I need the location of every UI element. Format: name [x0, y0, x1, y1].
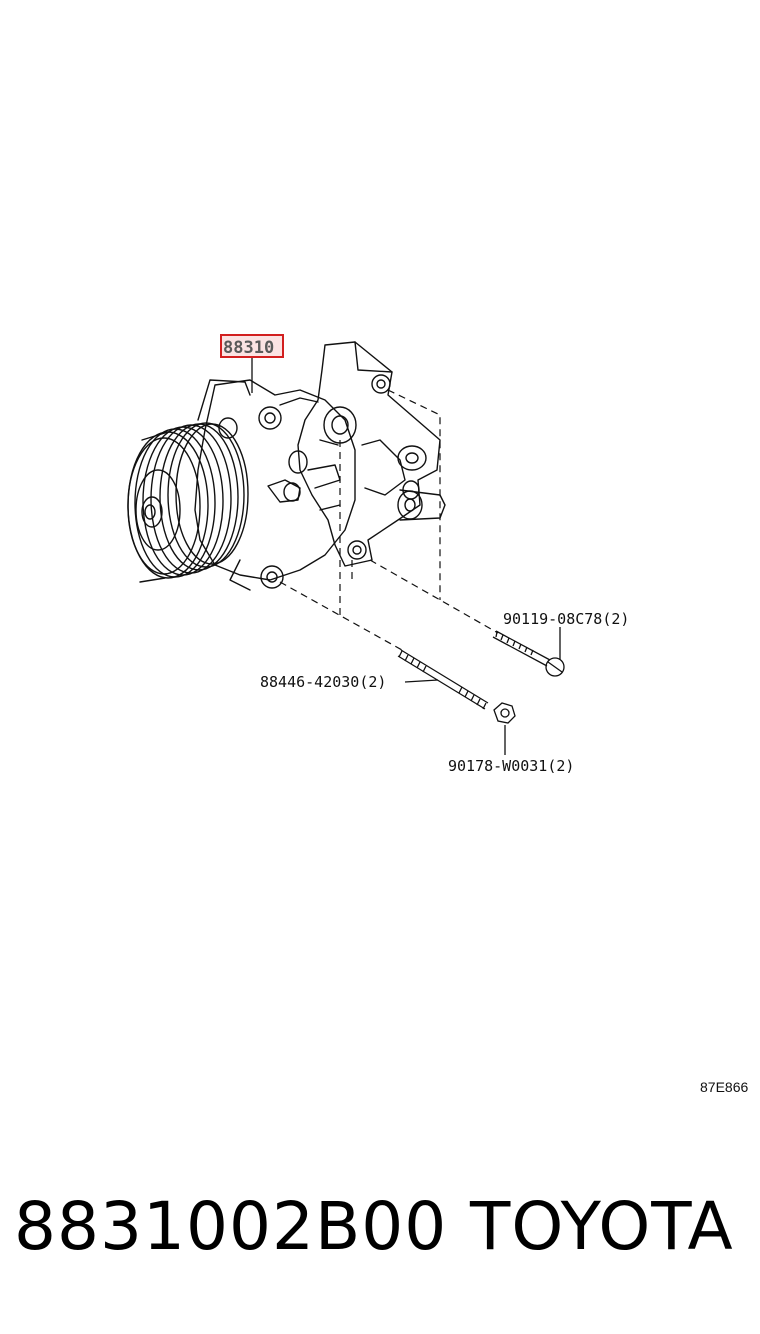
main-part-highlight	[220, 334, 284, 358]
stud-bolt-drawing	[397, 649, 489, 710]
diagram-code: 87E866	[700, 1079, 748, 1095]
bolt-upper-drawing	[492, 630, 565, 677]
callout-bolt-upper[interactable]: 90119-08C78(2)	[503, 610, 629, 628]
callout-stud-bolt[interactable]: 88446-42030(2)	[260, 673, 386, 691]
callout-main-part[interactable]: 88310	[223, 338, 274, 358]
leader-lines	[251, 357, 561, 755]
callout-nut[interactable]: 90178-W0031(2)	[448, 757, 574, 775]
nut-drawing	[493, 702, 516, 724]
alignment-lines	[279, 389, 499, 651]
part-number: 8831002B00	[14, 1188, 448, 1265]
compressor-drawing	[127, 341, 446, 591]
brand-name: TOYOTA	[470, 1188, 734, 1265]
